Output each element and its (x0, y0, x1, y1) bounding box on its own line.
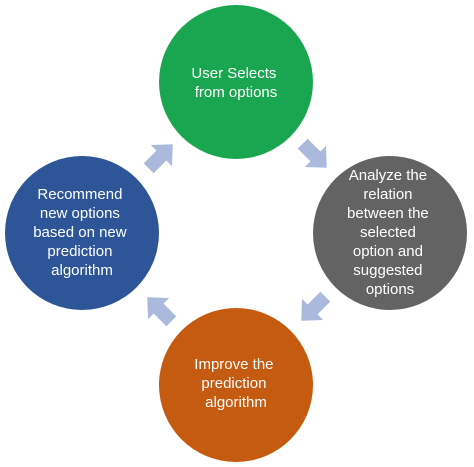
node-recommend: Recommend new options based on new predi… (5, 156, 159, 310)
node-user-selects: User Selects from options (159, 5, 313, 159)
arrow-analyze-to-improve (301, 291, 331, 321)
arrow-recommend-to-user-selects (143, 144, 173, 174)
node-recommend-circle (5, 156, 159, 310)
node-improve-circle (159, 308, 313, 462)
node-analyze: Analyze the relation between the selecte… (313, 156, 467, 310)
arrow-improve-to-recommend (147, 297, 177, 327)
node-user-selects-circle (159, 5, 313, 159)
node-analyze-label: Analyze the relation between the selecte… (347, 167, 433, 298)
arrow-user-selects-to-analyze (297, 138, 327, 168)
node-analyze-circle (313, 156, 467, 310)
node-recommend-label: Recommend new options based on new predi… (33, 186, 131, 279)
node-user-selects-label: User Selects from options (191, 65, 280, 101)
node-improve: Improve the prediction algorithm (159, 308, 313, 462)
node-improve-label: Improve the prediction algorithm (194, 356, 277, 411)
